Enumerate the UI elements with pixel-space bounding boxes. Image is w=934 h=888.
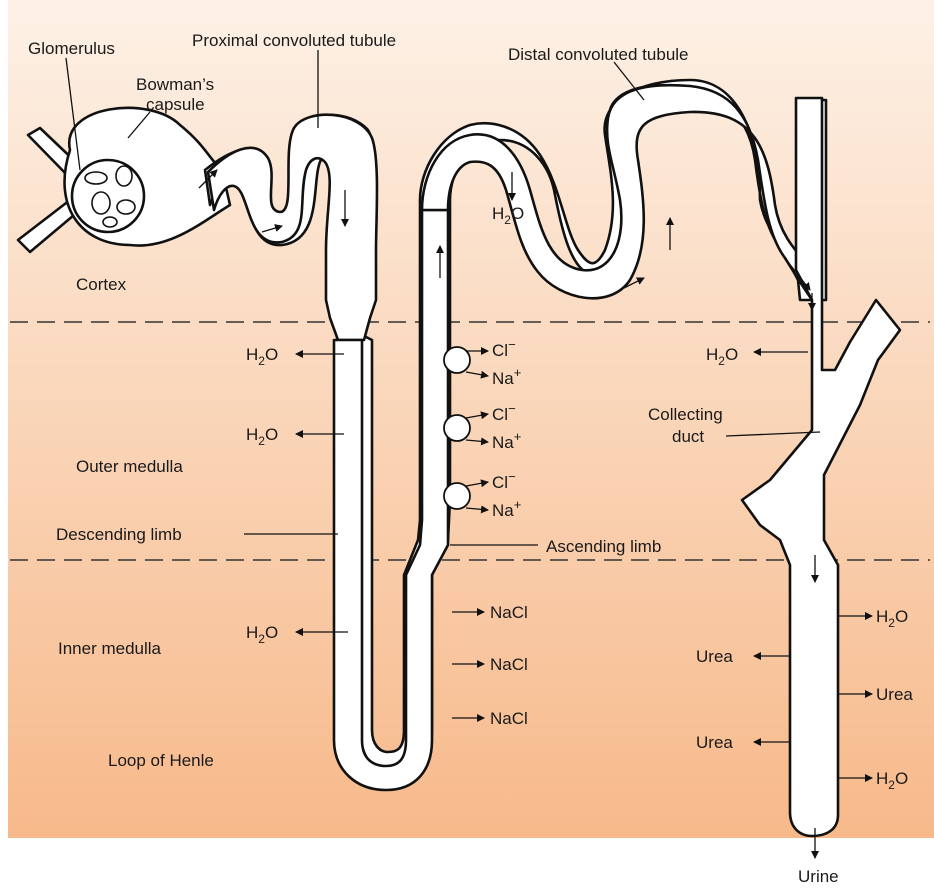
label-urine: Urine (798, 867, 839, 886)
label-distal-tubule: Distal convoluted tubule (508, 45, 689, 64)
label-outer-medulla: Outer medulla (76, 457, 183, 476)
label-inner-medulla: Inner medulla (58, 639, 162, 658)
nacl-label: NaCl (490, 709, 528, 728)
urea-label: Urea (696, 647, 733, 666)
nacl-label: NaCl (490, 603, 528, 622)
label-bowmans-capsule-2: capsule (146, 95, 205, 114)
urea-label: Urea (876, 685, 913, 704)
label-loop-of-henle: Loop of Henle (108, 751, 214, 770)
urea-label: Urea (696, 733, 733, 752)
label-glomerulus: Glomerulus (28, 39, 115, 58)
nacl-label: NaCl (490, 655, 528, 674)
label-ascending-limb: Ascending limb (546, 537, 661, 556)
label-collecting-duct-2: duct (672, 427, 704, 446)
label-descending-limb: Descending limb (56, 525, 182, 544)
label-proximal-tubule: Proximal convoluted tubule (192, 31, 396, 50)
label-bowmans-capsule-1: Bowman’s (136, 75, 214, 94)
label-cortex: Cortex (76, 275, 127, 294)
label-collecting-duct-1: Collecting (648, 405, 723, 424)
